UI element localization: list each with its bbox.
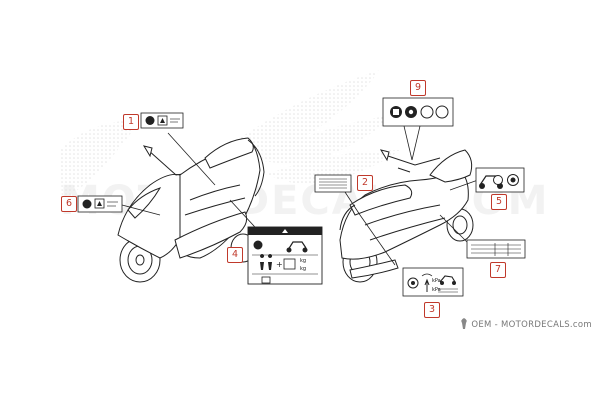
decal-5 xyxy=(475,167,525,193)
callout-4: 4 xyxy=(227,247,243,263)
wing-logo-watermark xyxy=(60,70,400,200)
decal-2 xyxy=(314,174,352,193)
watermark-text: OEM - MOTORDECALS.com xyxy=(471,320,592,330)
watermark-brand: OEM - MOTORDECALS.com xyxy=(460,318,592,330)
decal-6 xyxy=(77,195,123,213)
decal-7 xyxy=(466,239,526,259)
decal-9 xyxy=(382,97,454,127)
decal-4-kg-2: kg xyxy=(300,266,307,272)
decal-3-kpa-front: kPa xyxy=(432,278,441,284)
scooter-rear-view xyxy=(339,149,474,283)
leader-lines xyxy=(121,125,479,266)
callout-2: 2 xyxy=(357,175,373,191)
callout-9: 9 xyxy=(410,80,426,96)
brand-logo-icon xyxy=(461,318,468,329)
callout-1: 1 xyxy=(123,114,139,130)
decal-3-kpa-rear: kPa xyxy=(432,287,441,293)
scooter-front-view xyxy=(117,137,265,283)
callout-3: 3 xyxy=(424,302,440,318)
decal-4-kg-1: kg xyxy=(300,258,307,264)
decal-1 xyxy=(140,112,184,129)
callout-5: 5 xyxy=(491,194,507,210)
svg-text:+: + xyxy=(276,260,283,269)
callout-7: 7 xyxy=(490,262,506,278)
callout-6: 6 xyxy=(61,196,77,212)
decal-4: + xyxy=(247,226,323,285)
decal-3 xyxy=(402,267,464,297)
